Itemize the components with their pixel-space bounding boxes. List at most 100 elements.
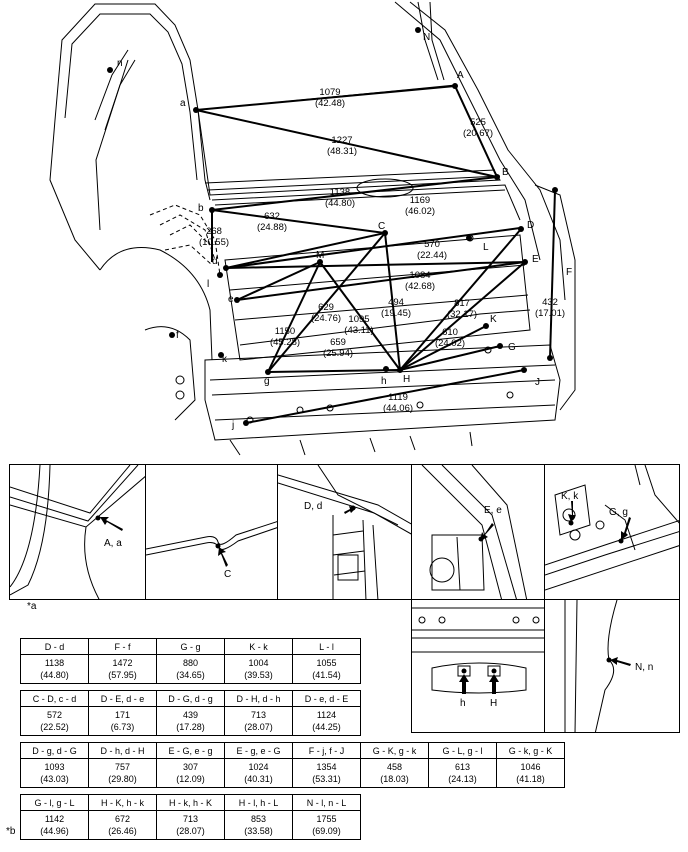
point-label: F — [566, 267, 572, 278]
detail-label: E, e — [484, 505, 502, 516]
pair-cell: G - K, g - k — [360, 742, 429, 759]
dimension-in: (24.02) — [435, 338, 465, 349]
value-cell: 1093(43.03) — [20, 758, 89, 788]
detail-label: N, n — [635, 662, 653, 673]
pair-cell: G - l, g - L — [20, 794, 89, 811]
dimension-in: (19.45) — [381, 308, 411, 319]
pair-cell: D - H, d - h — [224, 690, 293, 707]
value-cell: 1004(39.53) — [224, 654, 293, 684]
point-label: n — [117, 58, 123, 69]
value-cell: 613(24.13) — [428, 758, 497, 788]
dimension-mm: 1095 — [348, 314, 369, 325]
value-cell: 1055(41.54) — [292, 654, 361, 684]
dimension-mm: 432 — [542, 297, 558, 308]
point-label: b — [198, 203, 204, 214]
value-cell: 1472(57.95) — [88, 654, 157, 684]
detail-label: C — [224, 569, 231, 580]
point-label: j — [231, 420, 234, 431]
right-pillar-outline — [394, 1, 541, 261]
dimension-mm: 610 — [442, 327, 458, 338]
dimension-in: (42.68) — [405, 281, 435, 292]
value-cell: 439(17.28) — [156, 706, 225, 736]
point-label: G — [508, 342, 516, 353]
point-label: d — [212, 256, 218, 267]
point-label: M — [316, 250, 324, 261]
pair-cell: F - j, f - J — [292, 742, 361, 759]
value-cell: 572(22.52) — [20, 706, 89, 736]
pair-cell: H - K, h - k — [88, 794, 157, 811]
point-label: a — [180, 98, 186, 109]
dimension-mm: 525 — [470, 117, 486, 128]
pair-cell: N - l, n - L — [292, 794, 361, 811]
dimension-mm: 1150 — [275, 326, 295, 337]
pair-cell: E - g, e - G — [224, 742, 293, 759]
dimension-in: (43.11) — [344, 325, 373, 336]
detail-label: D, d — [304, 501, 322, 512]
value-cell: 1755(69.09) — [292, 810, 361, 840]
dimension-in: (32.17) — [447, 309, 477, 320]
pair-cell: D - G, d - g — [156, 690, 225, 707]
dimension-in: (42.48) — [315, 98, 345, 109]
pair-cell: D - g, d - G — [20, 742, 89, 759]
pair-cell: G - g — [156, 638, 225, 655]
dimension-mm: 494 — [388, 297, 404, 308]
value-cell: 757(29.80) — [88, 758, 157, 788]
value-cell: 1024(40.31) — [224, 758, 293, 788]
vehicle-body-diagram: N n A a B b C D d E e F f g G H h J j K … — [49, 1, 576, 456]
detail-panel-n: N, n — [544, 599, 680, 733]
left-pillar-outline — [54, 3, 211, 201]
detail-label: A, a — [104, 538, 122, 549]
detail-label: h — [460, 698, 466, 709]
dimension-mm: 632 — [264, 211, 280, 222]
dimension-in: (22.44) — [417, 250, 447, 261]
value-cell: 307(12.09) — [156, 758, 225, 788]
value-cell: 853(33.58) — [224, 810, 293, 840]
pair-cell: E - G, e - g — [156, 742, 225, 759]
detail-panel-c: C — [145, 464, 278, 600]
point-label: K — [490, 314, 497, 325]
pair-cell: C - D, c - d — [20, 690, 89, 707]
pair-cell: F - f — [88, 638, 157, 655]
detail-panel-a: A, a — [9, 464, 146, 600]
pair-cell: H - k, h - K — [156, 794, 225, 811]
pair-cell: G - L, g - l — [428, 742, 497, 759]
dimension-in: (24.88) — [257, 222, 287, 233]
dimension-table-3: D - g, d - G D - h, d - H E - G, e - g E… — [20, 742, 565, 788]
point-label: E — [532, 254, 539, 265]
dimension-mm: 1084 — [409, 270, 430, 281]
detail-panel-e: E, e — [411, 464, 545, 600]
dimension-table-1: D - d F - f G - g K - k L - l 1138(44.80… — [20, 638, 361, 684]
point-label: J — [535, 377, 540, 388]
pair-cell: D - e, d - E — [292, 690, 361, 707]
point-label: l — [207, 279, 209, 290]
value-cell: 171(6.73) — [88, 706, 157, 736]
point-label: B — [502, 167, 509, 178]
value-cell: 1142(44.96) — [20, 810, 89, 840]
dimension-in: (44.06) — [383, 403, 413, 414]
point-label: N — [423, 32, 430, 43]
point-label: D — [527, 220, 534, 231]
dimension-in: (48.31) — [327, 146, 357, 157]
dimension-mm: 570 — [424, 239, 440, 250]
point-label: C — [378, 221, 385, 232]
pair-cell: L - l — [292, 638, 361, 655]
dimension-mm: 1138 — [330, 187, 350, 198]
dimension-table-4: G - l, g - L H - K, h - k H - k, h - K H… — [20, 794, 361, 840]
dimension-mm: 1169 — [410, 195, 430, 206]
note-a: *a — [27, 601, 37, 612]
detail-label: H — [490, 698, 497, 709]
detail-label: K, k — [561, 491, 579, 502]
pair-cell: G - k, g - K — [496, 742, 565, 759]
point-label: A — [457, 70, 464, 81]
value-cell: 713(28.07) — [156, 810, 225, 840]
point-label: h — [381, 376, 387, 387]
dimension-mm: 817 — [454, 298, 470, 309]
pair-cell: H - l, h - L — [224, 794, 293, 811]
detail-panel-h: h H — [411, 599, 545, 733]
dimension-mm: 1119 — [388, 392, 408, 403]
detail-panel-d: D, d — [277, 464, 412, 600]
dimension-mm: 268 — [206, 226, 222, 237]
value-cell: 458(18.03) — [360, 758, 429, 788]
value-cell: 1138(44.80) — [20, 654, 89, 684]
dimension-mm: 659 — [330, 337, 346, 348]
